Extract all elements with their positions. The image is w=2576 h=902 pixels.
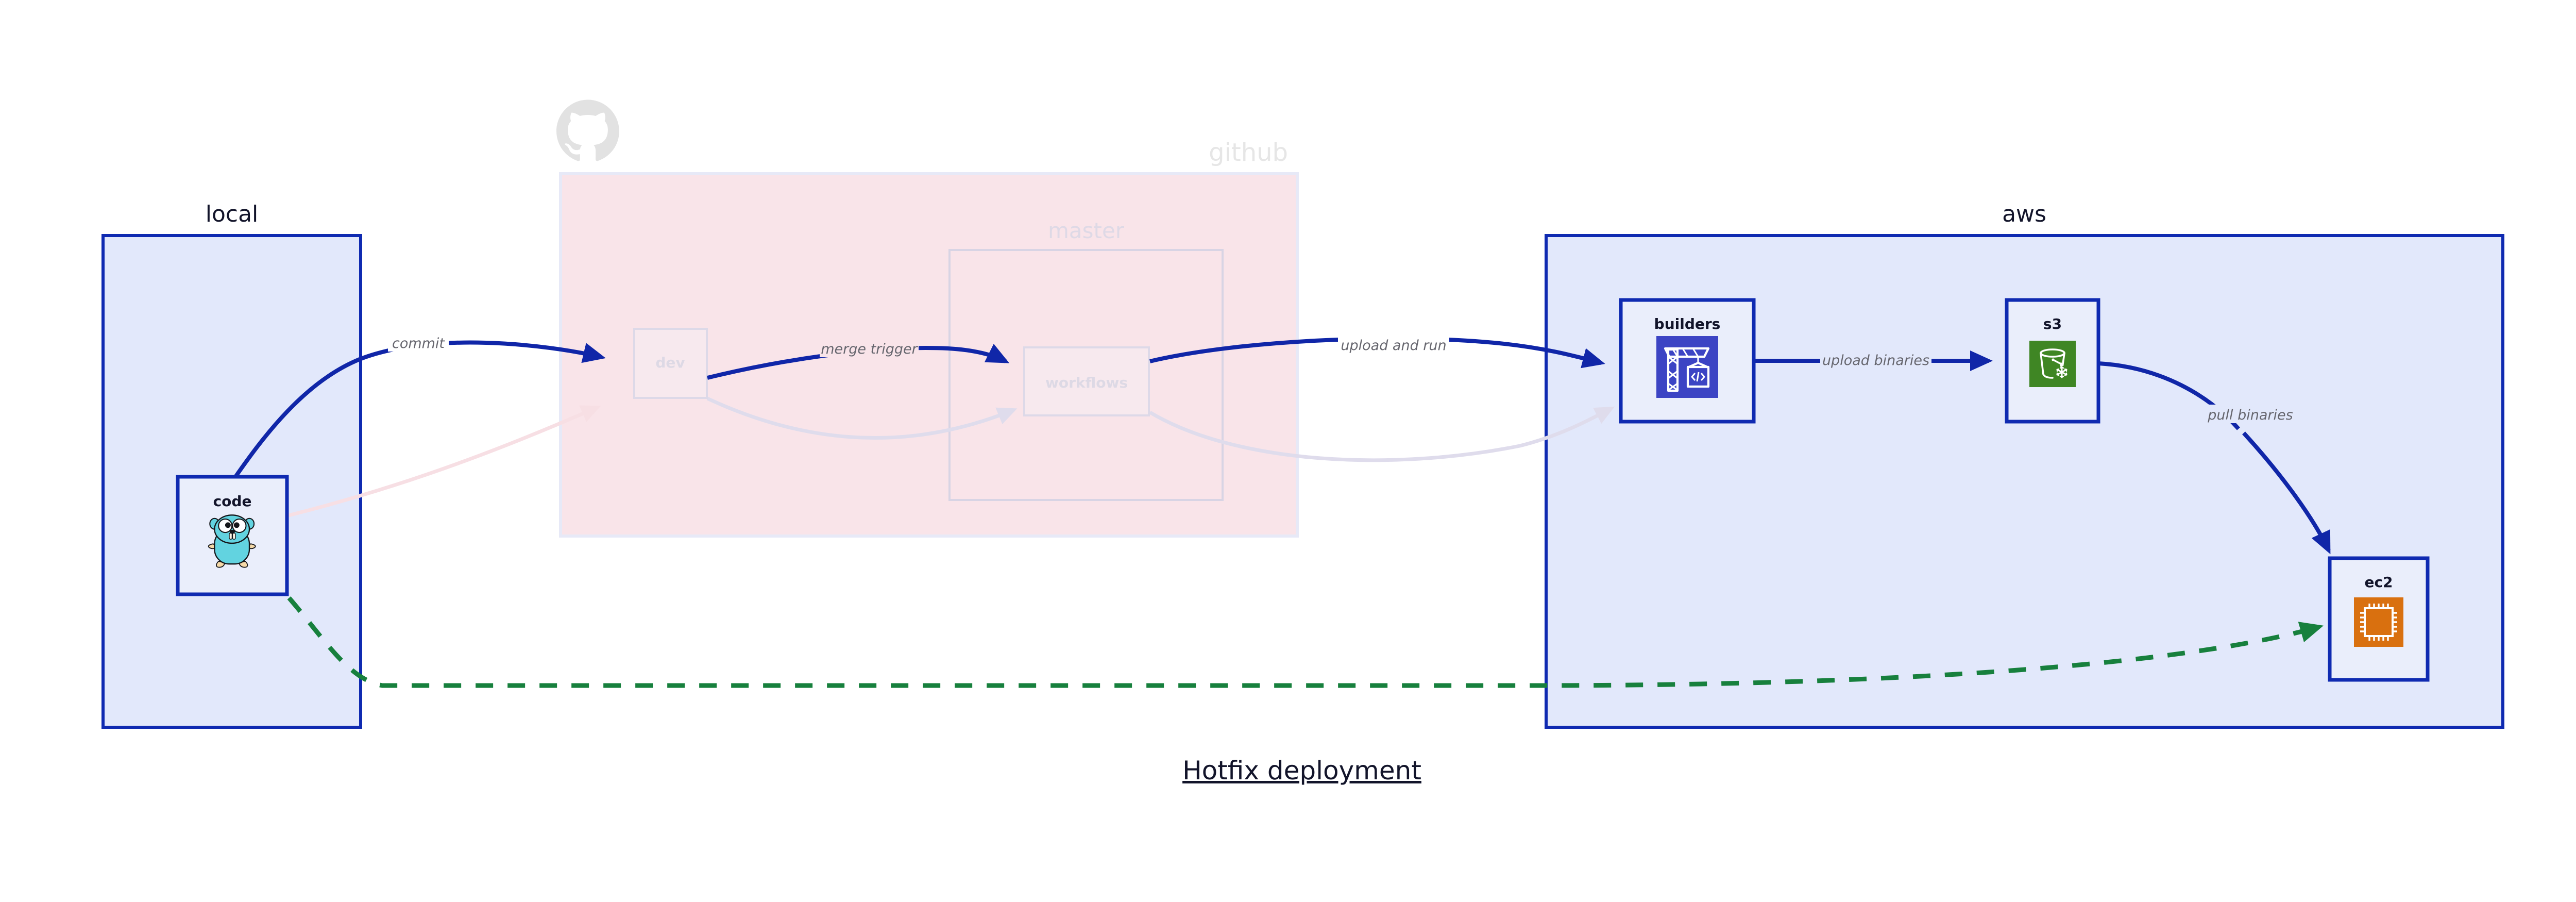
node-s3-rect[interactable] — [2005, 298, 2100, 424]
subzone-master-rect[interactable] — [948, 249, 1224, 501]
node-ec2[interactable]: ec2 — [2328, 556, 2430, 682]
node-code[interactable]: code — [176, 475, 289, 596]
aws-codebuild-icon — [1656, 336, 1718, 398]
node-dev-label: dev — [655, 354, 685, 371]
diagram-title-text: Hotfix deployment — [1182, 756, 1421, 786]
edge-merge-trigger-label-bg — [820, 339, 919, 357]
edge-pull-binaries: pull binaries — [2098, 361, 2331, 555]
node-builders[interactable]: builders — [1619, 298, 1756, 424]
ghost-edge-dev-workflows — [706, 396, 1018, 440]
zone-local[interactable]: local — [101, 201, 362, 729]
go-gopher-icon — [208, 514, 256, 568]
node-s3[interactable]: s3 — [2005, 298, 2100, 424]
subzone-master-label: master — [1048, 218, 1125, 243]
zone-local-label: local — [206, 201, 259, 227]
node-dev-rect[interactable] — [633, 328, 708, 399]
aws-ec2-icon — [2354, 597, 2403, 647]
edge-commit-path — [233, 340, 606, 478]
edge-pull-binaries-path-b — [2242, 431, 2331, 555]
node-dev[interactable]: dev — [633, 328, 708, 399]
aws-s3-glacier-icon-bg — [2029, 341, 2076, 387]
edge-merge-trigger: merge trigger — [707, 339, 1010, 380]
edge-upload-and-run: upload and run — [1149, 335, 1605, 369]
node-workflows-rect[interactable] — [1023, 346, 1150, 416]
aws-s3-glacier-icon — [2029, 341, 2076, 387]
ghost-edge-code-dev — [288, 405, 601, 517]
node-workflows[interactable]: workflows — [1023, 346, 1150, 416]
edge-commit: commit — [233, 333, 606, 478]
edge-hotfix-direct-path — [287, 596, 2324, 688]
edge-upload-and-run-label: upload and run — [1341, 338, 1446, 354]
subzone-master[interactable]: master — [948, 218, 1224, 501]
ghost-edge-workflows-builders — [1149, 406, 1615, 462]
edge-merge-trigger-label: merge trigger — [821, 341, 918, 357]
edge-upload-binaries-label-bg — [1820, 350, 1931, 369]
node-ec2-label: ec2 — [2364, 574, 2393, 591]
node-workflows-label: workflows — [1045, 374, 1128, 391]
edge-upload-binaries-label: upload binaries — [1822, 353, 1929, 369]
edge-commit-label-bg — [388, 333, 449, 352]
edge-pull-binaries-label-bg — [2200, 405, 2301, 423]
node-s3-label: s3 — [2043, 315, 2062, 332]
node-builders-label: builders — [1654, 315, 1721, 332]
github-logo-icon — [556, 99, 619, 161]
diagram-title: Hotfix deployment — [1182, 756, 1421, 786]
edge-upload-binaries: upload binaries — [1755, 350, 1993, 371]
edge-upload-and-run-label-bg — [1338, 335, 1449, 354]
edge-pull-binaries-label: pull binaries — [2207, 407, 2293, 423]
zone-github-label: github — [1209, 138, 1288, 167]
ghost-edges — [288, 396, 1615, 517]
node-code-label: code — [213, 493, 252, 510]
edge-hotfix-direct — [287, 596, 2324, 688]
edge-commit-label: commit — [392, 336, 445, 352]
zone-aws-label: aws — [2002, 201, 2046, 227]
